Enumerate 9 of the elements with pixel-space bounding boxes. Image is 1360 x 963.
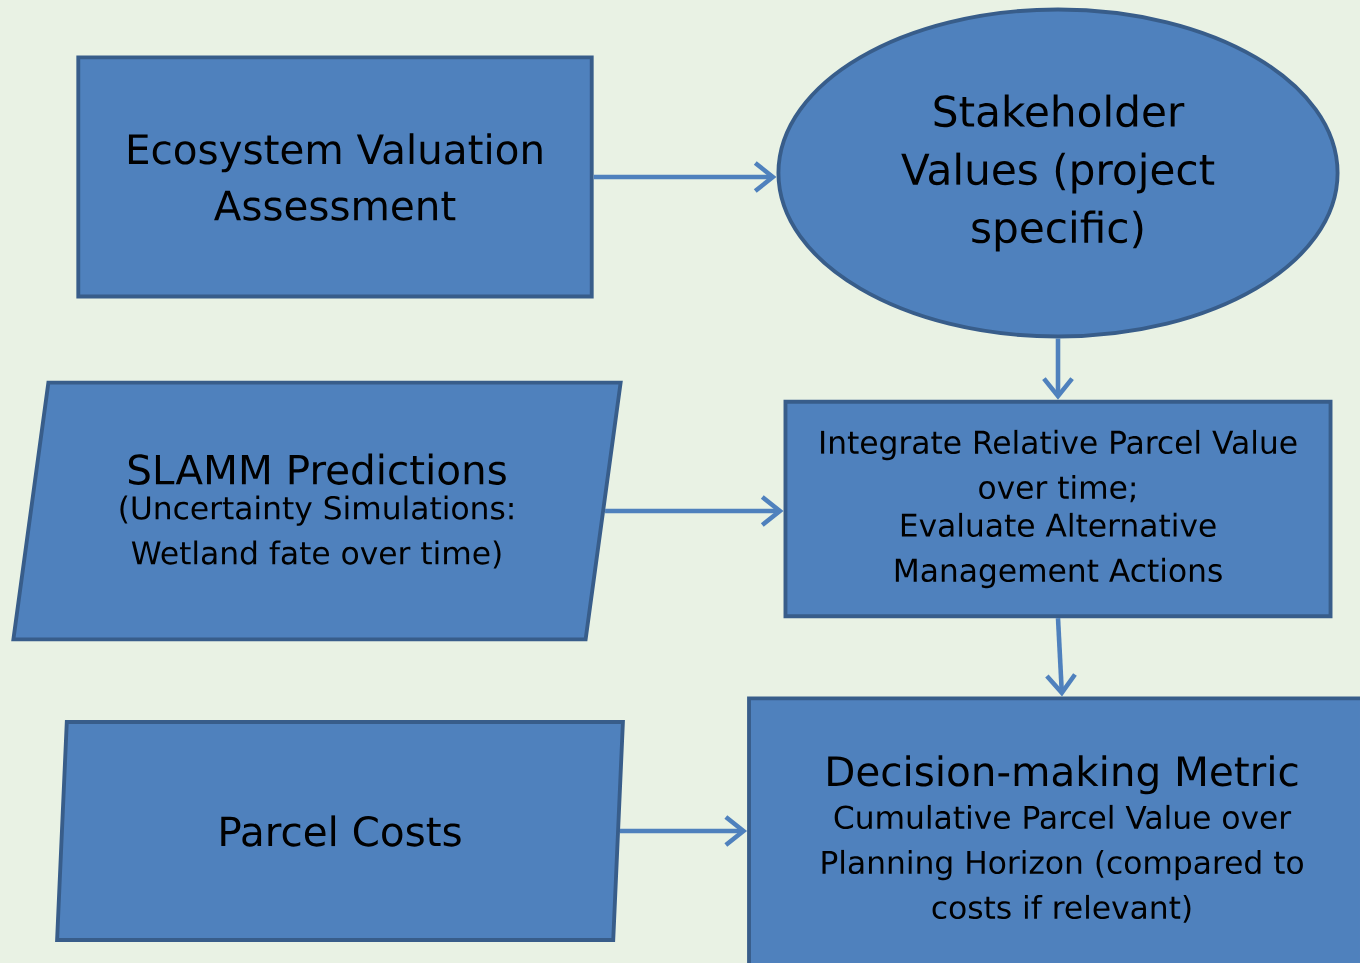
process-box: Decision-making Metric Cumulative Parcel Value over Planning Horizon (compared to costs if relevant) xyxy=(747,696,1360,963)
arrow xyxy=(605,495,784,527)
arrow xyxy=(1045,618,1077,697)
input-parallelogram: SLAMM Predictions (Uncertainty Simulations: Wetland fate over time) xyxy=(11,380,623,642)
arrow xyxy=(593,161,777,193)
input-parallelogram: Parcel Costs xyxy=(55,720,625,942)
process-box: Ecosystem Valuation Assessment xyxy=(76,55,594,299)
process-box: Integrate Relative Parcel Value over time; Evaluate Alternative Management Actions xyxy=(783,399,1333,619)
arrow xyxy=(620,815,748,847)
